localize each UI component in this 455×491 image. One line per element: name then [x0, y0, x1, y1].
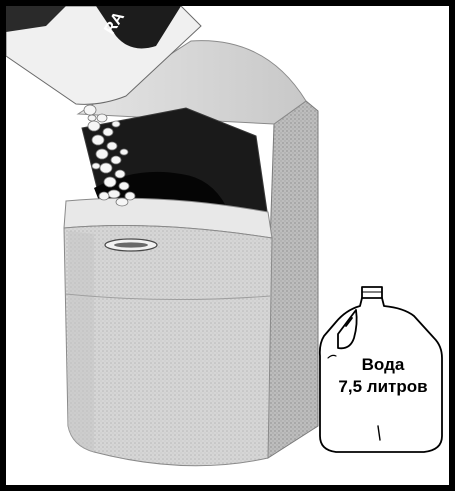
water-jug-label: Вода 7,5 литров — [324, 354, 442, 398]
water-softener-illustration: RA — [6, 6, 455, 491]
softener-cabinet — [64, 41, 318, 466]
jug-label-line2: 7,5 литров — [324, 376, 442, 398]
jug-label-line1: Вода — [324, 354, 442, 376]
